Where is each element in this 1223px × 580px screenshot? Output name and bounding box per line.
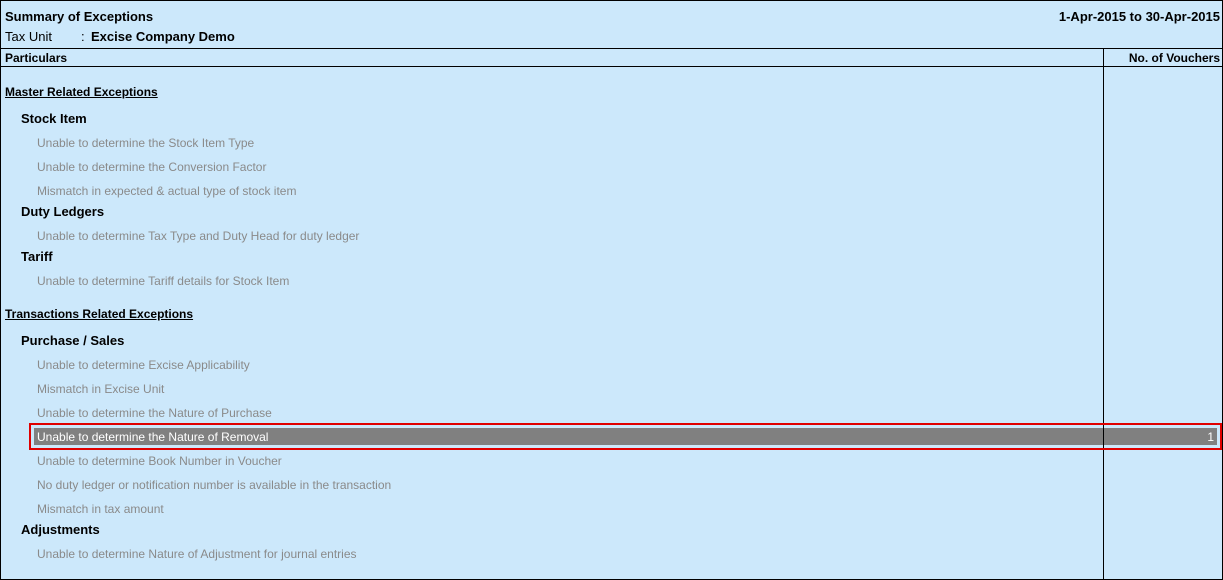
group-adjustments[interactable]: Adjustments	[21, 522, 100, 537]
section-master-related-exceptions[interactable]: Master Related Exceptions	[5, 85, 158, 99]
column-no-of-vouchers: No. of Vouchers	[1128, 51, 1220, 65]
list-item[interactable]: Unable to determine Tax Type and Duty He…	[37, 229, 360, 243]
selected-item-voucher-count: 1	[1207, 430, 1214, 444]
section-transactions-related-exceptions[interactable]: Transactions Related Exceptions	[5, 307, 194, 321]
list-item[interactable]: Unable to determine Nature of Adjustment…	[37, 547, 357, 561]
column-header-row: Particulars No. of Vouchers	[1, 49, 1222, 67]
list-item[interactable]: Mismatch in Excise Unit	[37, 382, 165, 396]
selection-highlight	[34, 428, 1217, 445]
column-particulars: Particulars	[5, 51, 68, 65]
group-stock-item[interactable]: Stock Item	[21, 111, 87, 126]
list-item[interactable]: Unable to determine Excise Applicability	[37, 358, 250, 372]
group-duty-ledgers[interactable]: Duty Ledgers	[21, 204, 105, 219]
tax-unit-value: Excise Company Demo	[91, 29, 235, 44]
report-period[interactable]: 1-Apr-2015 to 30-Apr-2015	[1058, 9, 1220, 24]
list-item[interactable]: Unable to determine the Nature of Purcha…	[37, 406, 272, 420]
list-item[interactable]: Unable to determine the Conversion Facto…	[37, 160, 267, 174]
list-item[interactable]: No duty ledger or notification number is…	[37, 478, 392, 492]
column-divider	[1103, 49, 1104, 579]
list-item[interactable]: Unable to determine the Stock Item Type	[37, 136, 255, 150]
list-item[interactable]: Mismatch in expected & actual type of st…	[37, 184, 297, 198]
report-title: Summary of Exceptions	[5, 9, 154, 24]
tax-unit-colon: :	[81, 29, 85, 44]
list-item[interactable]: Unable to determine Book Number in Vouch…	[37, 454, 282, 468]
group-tariff[interactable]: Tariff	[21, 249, 53, 264]
column-divider	[1103, 428, 1104, 445]
selected-item-label: Unable to determine the Nature of Remova…	[37, 430, 269, 444]
list-item[interactable]: Unable to determine Tariff details for S…	[37, 274, 290, 288]
selected-row-nature-of-removal[interactable]: Unable to determine the Nature of Remova…	[29, 423, 1222, 450]
tax-unit-label: Tax Unit	[5, 29, 52, 44]
list-item[interactable]: Mismatch in tax amount	[37, 502, 164, 516]
group-purchase-sales[interactable]: Purchase / Sales	[21, 333, 125, 348]
report-header: Summary of Exceptions 1-Apr-2015 to 30-A…	[1, 1, 1222, 49]
